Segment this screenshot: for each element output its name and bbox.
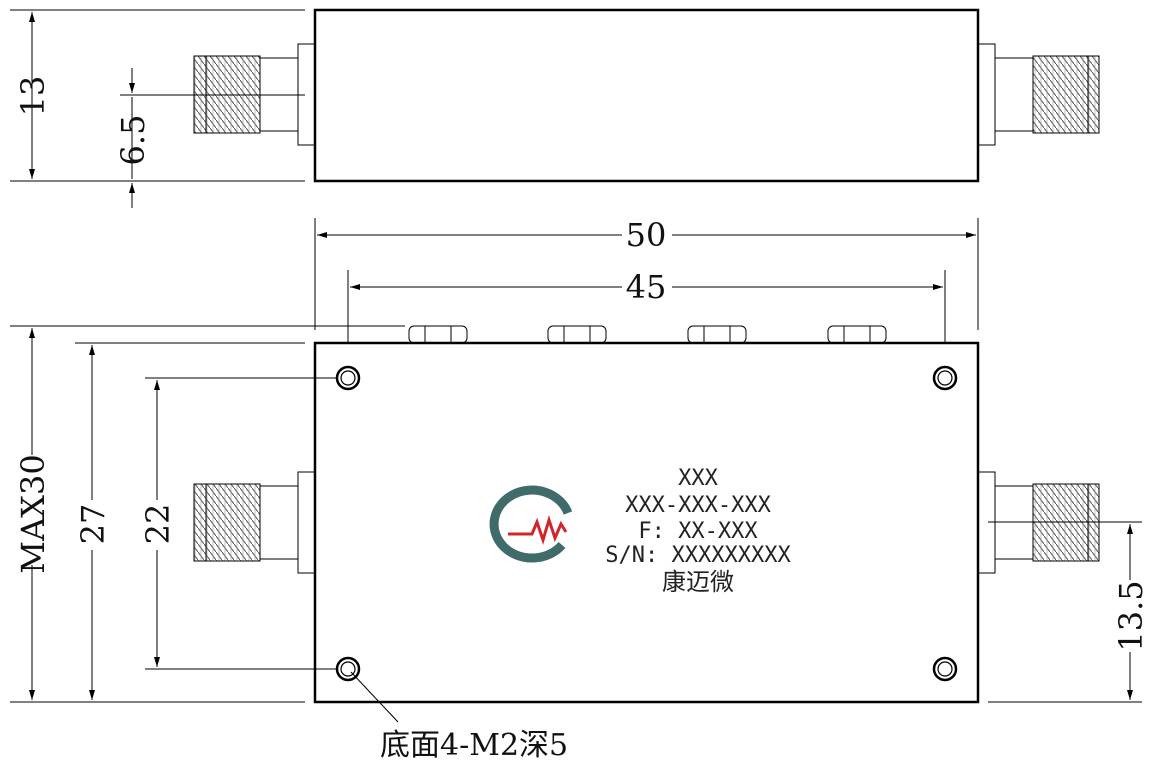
front-view: XXX XXX-XXX-XXX F: XX-XXX S/N: XXXXXXXXX… (10, 325, 1150, 763)
front-left-connector (193, 471, 316, 574)
dim-hole-width: 45 (626, 268, 667, 306)
label-line-5: 康迈微 (662, 568, 734, 596)
dim-total-width: 50 (626, 216, 667, 254)
top-body (313, 8, 980, 183)
label-line-4: S/N: XXXXXXXXX (605, 543, 791, 568)
label-line-2: XXX-XXX-XXX (625, 493, 771, 518)
dim-connector-offset: 13.5 (1112, 580, 1150, 651)
brand-logo (489, 485, 573, 563)
bottom-note: 底面4-M2深5 (380, 728, 568, 763)
front-body (313, 341, 980, 704)
width-dimensions: 50 45 (314, 216, 979, 378)
dim-hole-height: 22 (139, 504, 177, 545)
dim-max-height: MAX30 (14, 454, 52, 573)
dim-top-center: 6.5 (114, 115, 152, 166)
top-tabs (408, 325, 887, 344)
mounting-holes (335, 365, 958, 682)
top-right-connector (977, 43, 1100, 146)
label-line-1: XXX (678, 466, 718, 491)
label-line-3: F: XX-XXX (638, 519, 758, 544)
top-view: 13 6.5 (10, 8, 1100, 208)
dim-body-height: 27 (74, 504, 112, 545)
dim-top-height: 13 (14, 76, 52, 117)
product-label: XXX XXX-XXX-XXX F: XX-XXX S/N: XXXXXXXXX… (605, 466, 791, 596)
